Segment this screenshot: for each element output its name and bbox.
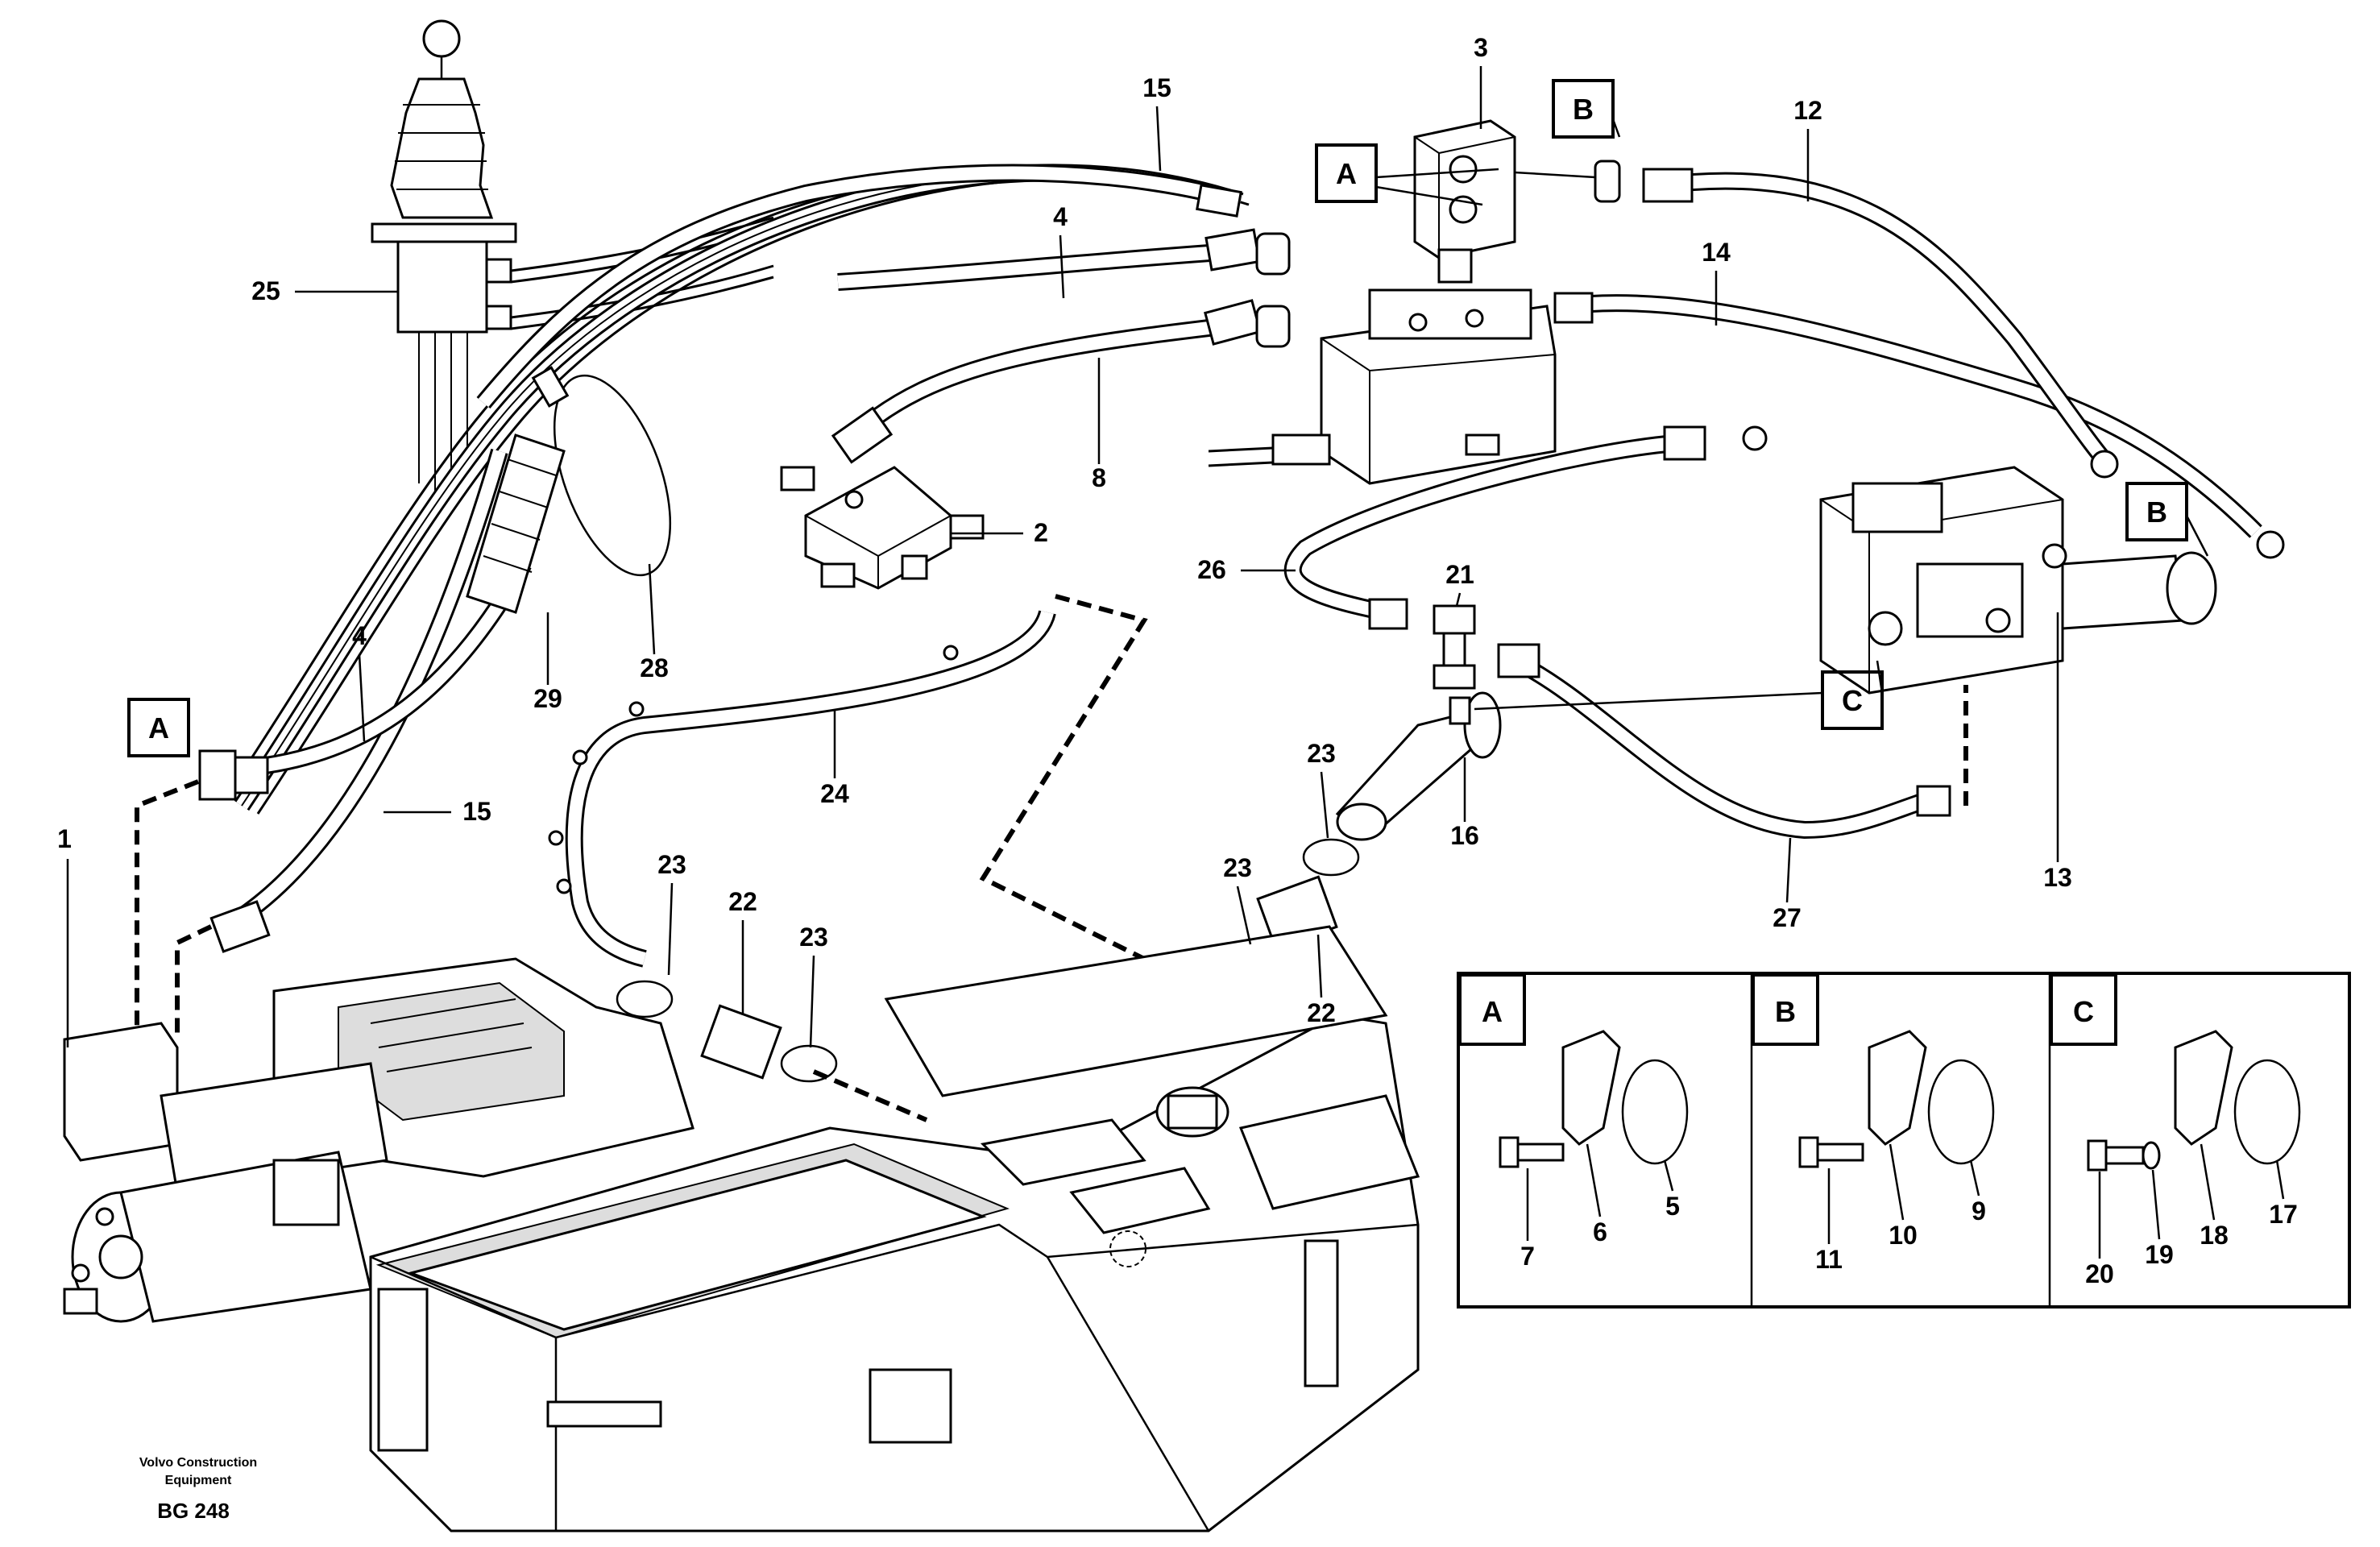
hose-26 — [1283, 425, 1768, 630]
detail-panel-text: A B C 7 6 5 11 10 9 20 19 18 17 — [1482, 995, 2298, 1288]
callout-23-d: 23 — [1223, 853, 1252, 882]
hoses-4-8 — [831, 228, 1291, 464]
footer-company-line2: Equipment — [165, 1474, 232, 1487]
boxed-label-a-top: A — [1336, 157, 1357, 190]
callout-22-left: 22 — [728, 887, 757, 916]
callout-8: 8 — [1092, 463, 1106, 492]
part-9: 9 — [1972, 1197, 1986, 1226]
boxed-label-c: C — [1842, 684, 1863, 717]
footer-company-line1: Volvo Construction — [139, 1456, 257, 1470]
callout-21: 21 — [1445, 560, 1474, 589]
part-10: 10 — [1889, 1221, 1918, 1250]
elbow-16 — [1335, 691, 1502, 841]
protective-sleeve — [466, 433, 566, 614]
tee-fitting — [1433, 604, 1476, 690]
steering-valve — [1819, 466, 2217, 695]
callout-14: 14 — [1702, 238, 1731, 267]
callout-12: 12 — [1793, 96, 1822, 125]
callout-28: 28 — [640, 653, 669, 682]
callout-3: 3 — [1474, 33, 1488, 62]
callout-27: 27 — [1773, 903, 1802, 932]
callout-24: 24 — [820, 779, 849, 808]
footer-code: BG 248 — [157, 1499, 230, 1523]
callout-13: 13 — [2043, 863, 2072, 892]
part-5: 5 — [1665, 1192, 1680, 1221]
part-11: 11 — [1815, 1245, 1843, 1274]
callout-29: 29 — [533, 684, 562, 713]
callout-25: 25 — [251, 276, 280, 305]
detail-panel-a-letter: A — [1482, 995, 1503, 1028]
callout-1: 1 — [57, 824, 72, 853]
callout-26: 26 — [1197, 555, 1226, 584]
hose-12 — [1594, 160, 2119, 479]
footer: Volvo Construction Equipment BG 248 — [139, 1456, 257, 1523]
callout-23-c: 23 — [1307, 739, 1336, 768]
callout-4-lower: 4 — [352, 621, 367, 650]
callout-2: 2 — [1034, 518, 1048, 547]
boxed-label-a-left: A — [148, 711, 169, 744]
boxed-labels: A A B B C — [127, 79, 2209, 757]
detail-panels — [1457, 972, 2351, 1309]
callout-15-upper: 15 — [1142, 73, 1171, 102]
part-20: 20 — [2085, 1259, 2114, 1288]
callout-4-upper: 4 — [1053, 202, 1068, 231]
part-17: 17 — [2269, 1200, 2298, 1229]
hose-bundle — [221, 164, 1250, 935]
brake-valve-assembly — [1208, 288, 1557, 485]
detail-panel-b-letter: B — [1775, 995, 1796, 1028]
valve-block-3 — [1413, 119, 1516, 284]
joystick-control-valve — [371, 19, 774, 491]
callout-23-a: 23 — [657, 850, 686, 879]
callout-16: 16 — [1450, 821, 1479, 850]
part-7: 7 — [1520, 1242, 1535, 1271]
hydraulic-tank — [369, 925, 1420, 1532]
pump-assembly — [63, 957, 695, 1323]
boxed-label-b-top: B — [1573, 93, 1594, 126]
callout-23-b: 23 — [799, 923, 828, 952]
hose-14 — [1553, 292, 2285, 559]
distribution-block — [780, 466, 985, 590]
callout-15-lower: 15 — [462, 797, 491, 826]
hose-clamp — [531, 366, 672, 577]
coupling-a-left — [198, 749, 271, 953]
pipe-24 — [548, 609, 1056, 968]
part-6: 6 — [1593, 1217, 1607, 1246]
part-18: 18 — [2200, 1221, 2229, 1250]
callouts: 1 2 3 4 4 8 12 13 14 15 15 16 21 — [57, 33, 2072, 1048]
hose-27 — [1497, 643, 1951, 840]
boxed-label-b-right: B — [2146, 496, 2167, 529]
part-19: 19 — [2145, 1240, 2174, 1269]
callout-22-right: 22 — [1307, 998, 1336, 1027]
clamps-and-connectors — [616, 838, 1360, 1083]
detail-panel-c-letter: C — [2073, 995, 2094, 1028]
